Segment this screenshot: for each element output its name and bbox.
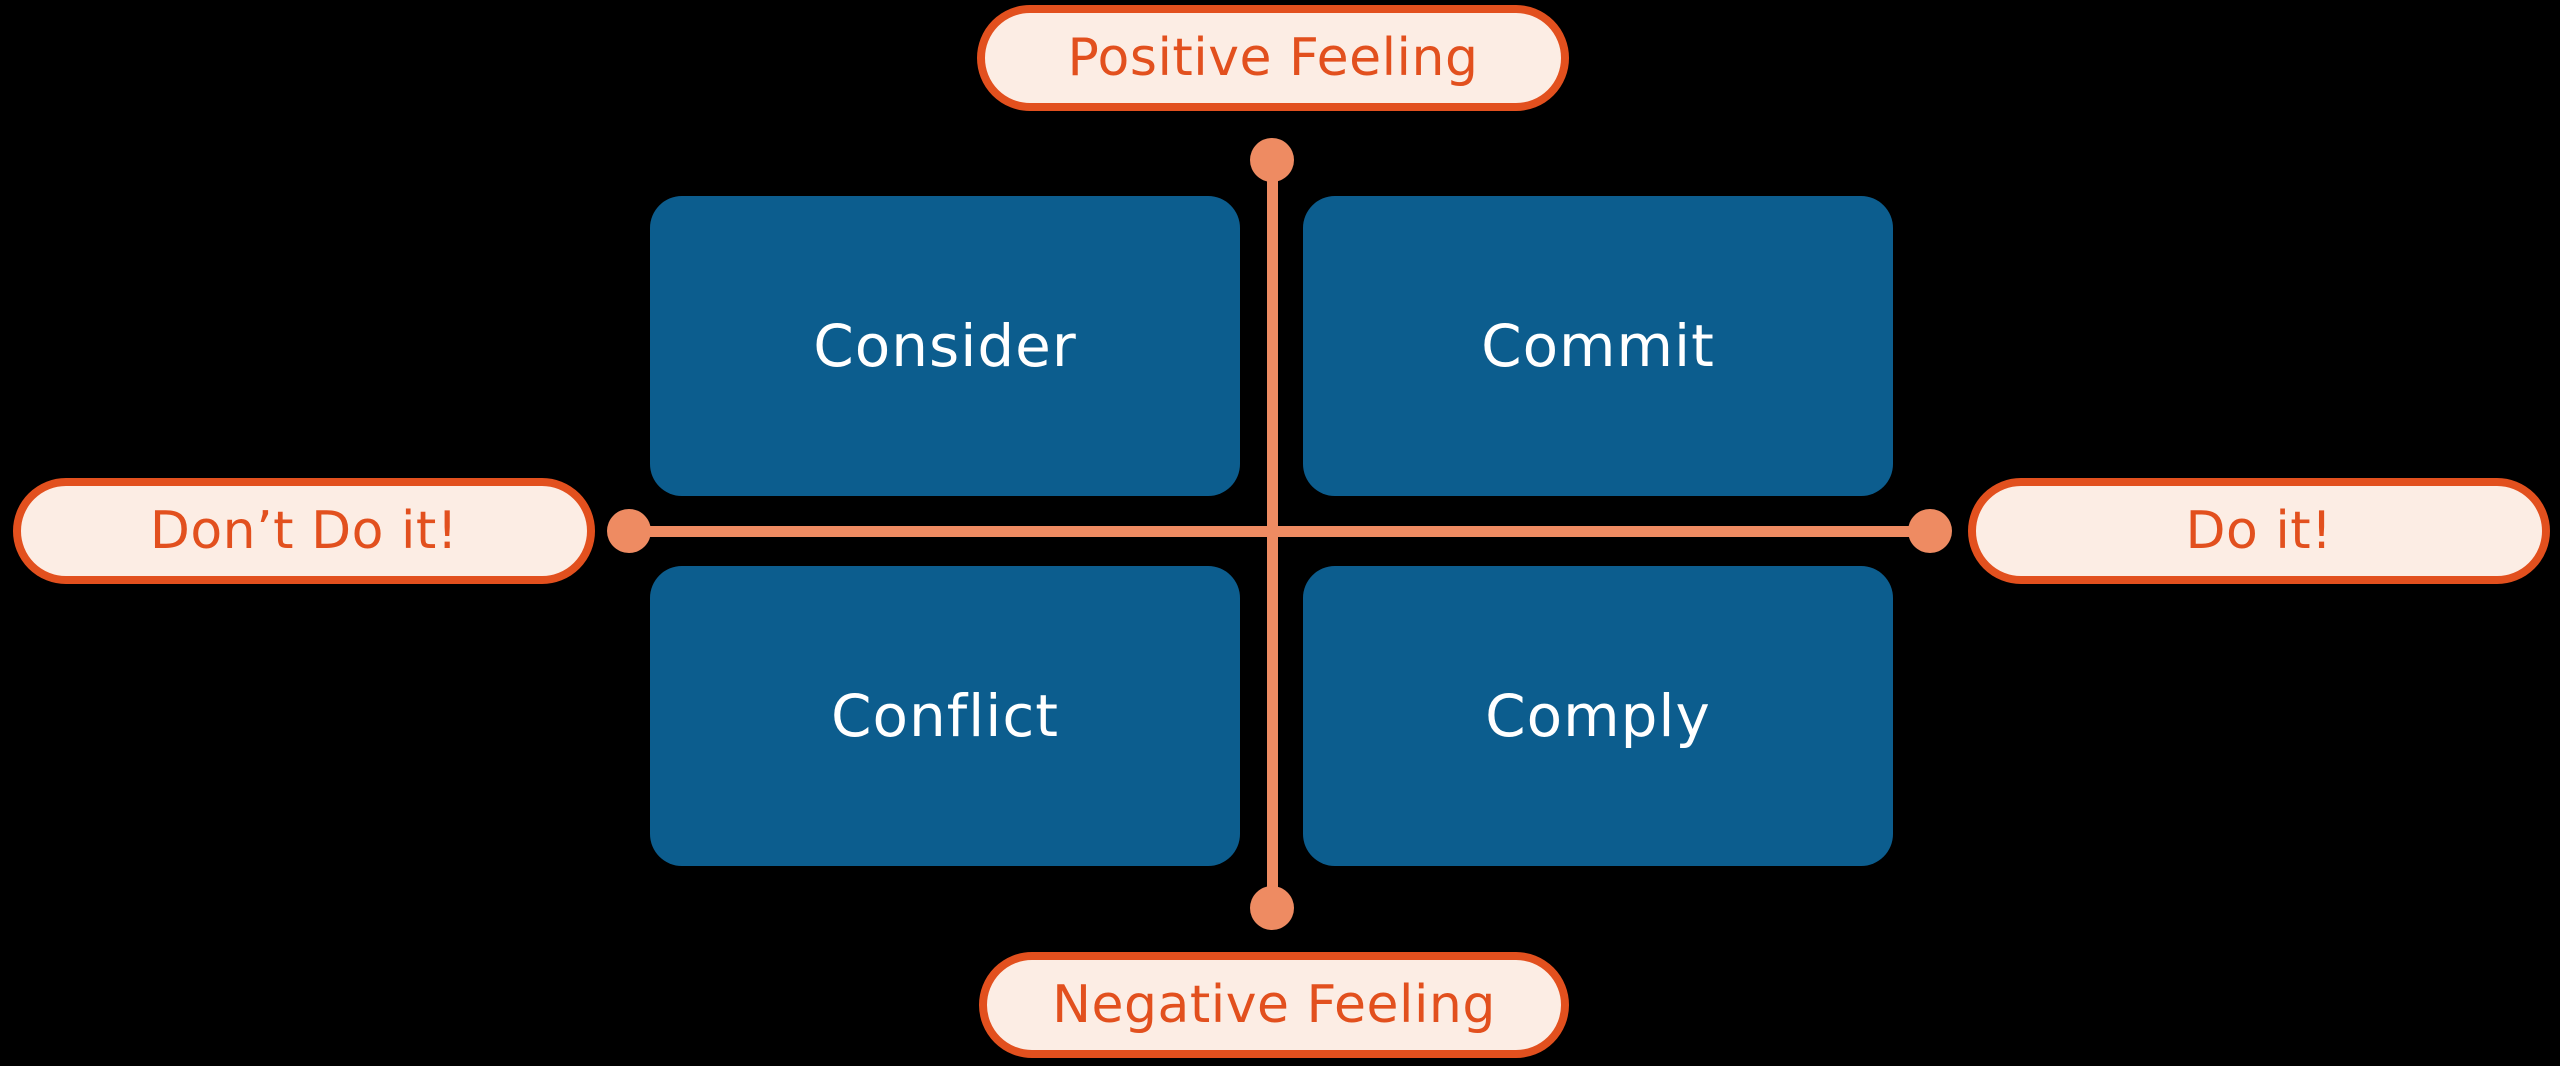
horizontal-axis-line <box>629 526 1930 537</box>
axis-endpoint-dot-right <box>1908 509 1952 553</box>
axis-label-do-it-text: Do it! <box>2185 501 2333 561</box>
quadrant-consider: Consider <box>650 196 1240 496</box>
axis-label-negative-feeling-text: Negative Feeling <box>1052 975 1496 1035</box>
axis-label-do-it: Do it! <box>1968 478 2550 584</box>
quadrant-commit: Commit <box>1303 196 1893 496</box>
quadrant-conflict-label: Conflict <box>830 682 1060 750</box>
quadrant-consider-label: Consider <box>813 312 1077 380</box>
axis-label-positive-feeling: Positive Feeling <box>977 5 1569 111</box>
quadrant-conflict: Conflict <box>650 566 1240 866</box>
axis-endpoint-dot-bottom <box>1250 886 1294 930</box>
axis-endpoint-dot-top <box>1250 138 1294 182</box>
quadrant-comply: Comply <box>1303 566 1893 866</box>
axis-endpoint-dot-left <box>607 509 651 553</box>
axis-label-dont-do-it-text: Don’t Do it! <box>149 501 459 561</box>
axis-label-negative-feeling: Negative Feeling <box>979 952 1569 1058</box>
axis-label-positive-feeling-text: Positive Feeling <box>1067 28 1479 88</box>
axis-label-dont-do-it: Don’t Do it! <box>13 478 595 584</box>
quadrant-commit-label: Commit <box>1481 312 1715 380</box>
quadrant-comply-label: Comply <box>1485 682 1711 750</box>
